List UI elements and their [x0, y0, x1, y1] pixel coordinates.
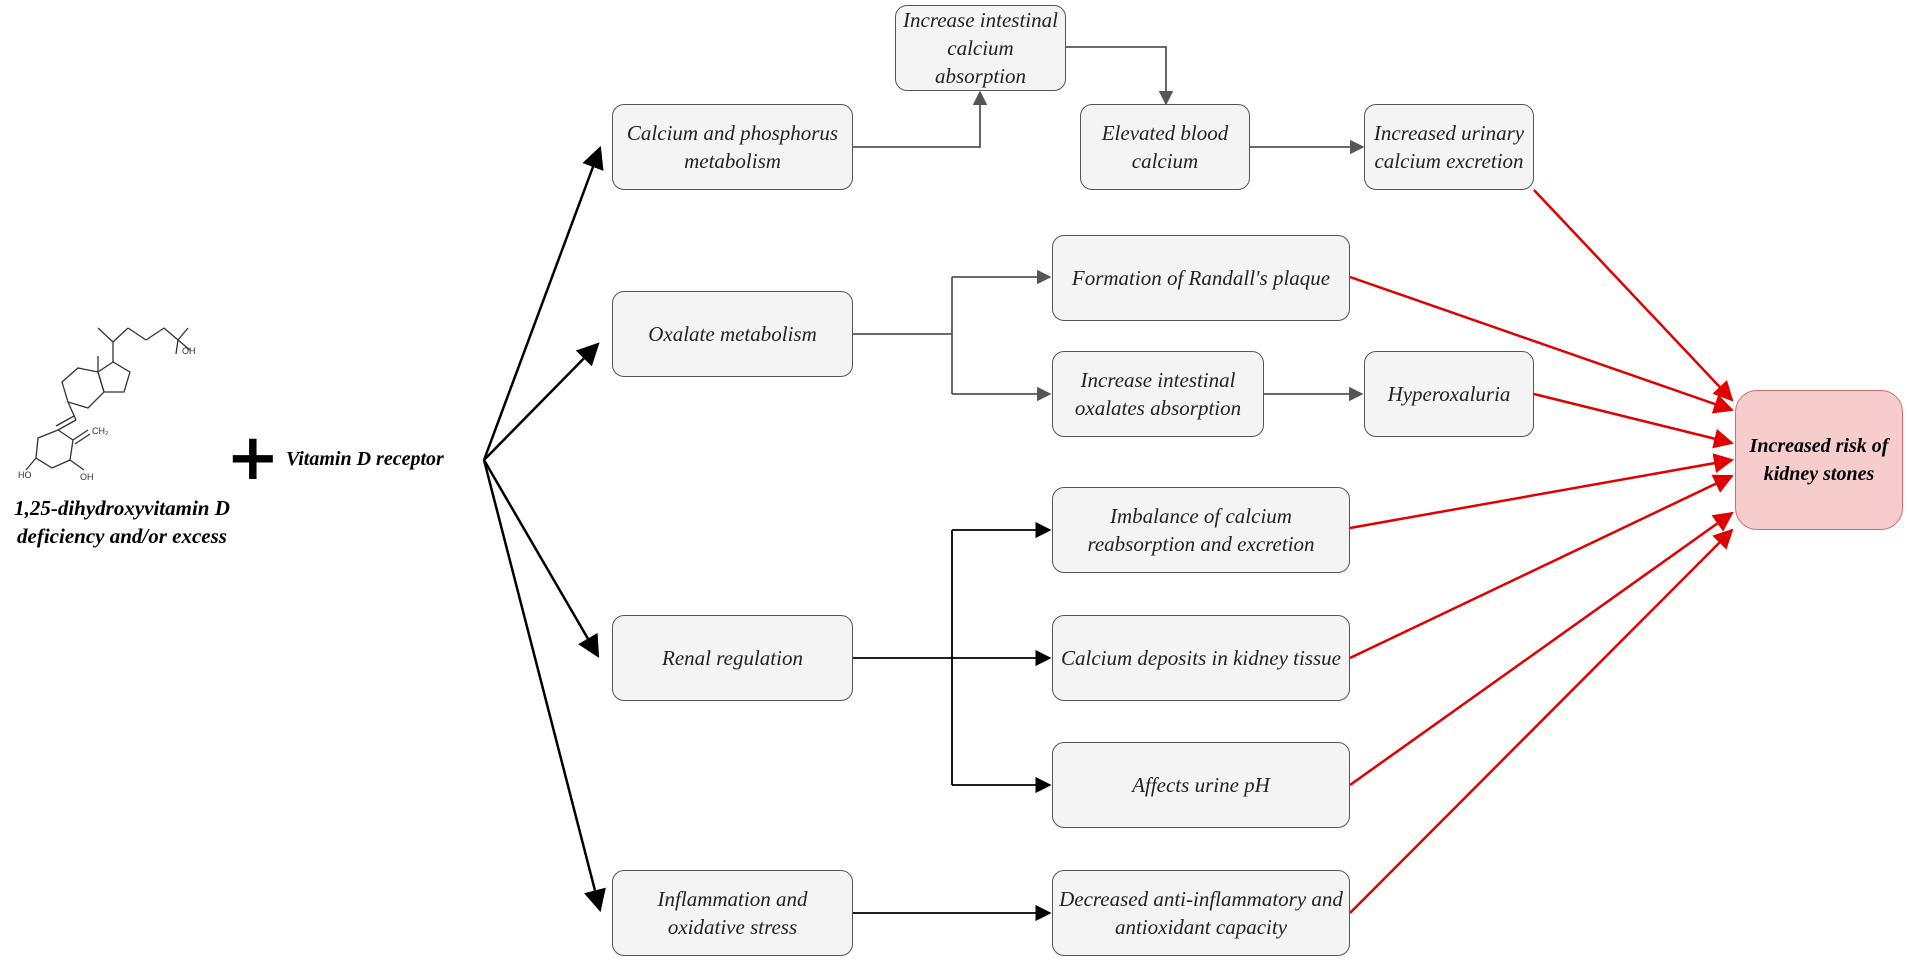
randall-plaque-box: Formation of Randall's plaque — [1052, 235, 1350, 321]
inflammation-box: Inflammation and oxidative stress — [612, 870, 853, 956]
arrow-to-calcium-phosphorus — [482, 145, 604, 461]
antiinflammatory-box: Decreased anti-inflammatory and antioxid… — [1052, 870, 1350, 956]
oh-top-label: OH — [182, 346, 196, 356]
ho-label: HO — [18, 470, 32, 480]
grey-arrows — [853, 46, 1365, 402]
oxalate-box: Oxalate metabolism — [612, 291, 853, 377]
red-arrow-urinary — [1533, 189, 1734, 402]
arrow-to-inflammation — [482, 459, 606, 913]
calcium-deposits-box: Calcium deposits in kidney tissue — [1052, 615, 1350, 701]
urine-ph-box: Affects urine pH — [1052, 742, 1350, 828]
calcitriol-structure: OH CH₂ HO OH — [18, 327, 196, 482]
ch2-label: CH₂ — [92, 426, 109, 436]
arrow-to-oxalate — [483, 342, 600, 461]
kidney-stone-risk-box: Increased risk of kidney stones — [1735, 390, 1903, 530]
arrow-intestinal-to-blood — [1066, 46, 1174, 106]
hyperoxaluria-box: Hyperoxaluria — [1364, 351, 1534, 437]
ligand-name: 1,25-dihydroxyvitamin D deficiency and/o… — [14, 496, 230, 548]
oh-bottom-label: OH — [80, 472, 94, 482]
plus-symbol: + — [226, 421, 280, 495]
receptor-label: Vitamin D receptor — [286, 448, 444, 470]
red-arrow-imbalance — [1349, 453, 1734, 530]
intestinal-calcium-box: Increase intestinal calcium absorption — [895, 5, 1066, 91]
urinary-calcium-box: Increased urinary calcium excretion — [1364, 104, 1534, 190]
renal-regulation-box: Renal regulation — [612, 615, 853, 701]
arrow-calcium-to-intestinal — [853, 90, 988, 148]
red-arrow-randall — [1349, 275, 1734, 414]
red-arrow-urine-ph — [1349, 511, 1734, 787]
intestinal-oxalate-box: Increase intestinal oxalates absorption — [1052, 351, 1264, 437]
black-arrows — [853, 521, 1052, 922]
imbalance-box: Imbalance of calcium reabsorption and ex… — [1052, 487, 1350, 573]
arrow-to-renal — [482, 459, 600, 658]
calcium-phosphorus-box: Calcium and phosphorus metabolism — [612, 104, 853, 190]
red-arrow-antiinflammatory — [1349, 528, 1734, 914]
red-arrows — [1349, 189, 1734, 914]
red-arrow-hyperoxaluria — [1533, 392, 1734, 449]
blood-calcium-box: Elevated blood calcium — [1080, 104, 1250, 190]
red-arrow-deposits — [1349, 474, 1734, 660]
receptor-arrows — [482, 145, 606, 913]
